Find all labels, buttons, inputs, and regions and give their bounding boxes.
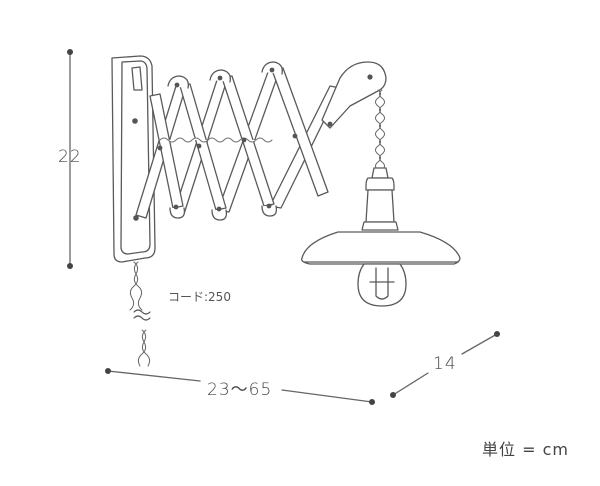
lamp-shade [301, 231, 461, 265]
cord-break-mark [133, 309, 151, 321]
pendant-cord [375, 89, 385, 171]
depth-dimension-line [392, 333, 498, 396]
scissor-arm [135, 61, 341, 221]
light-bulb [357, 263, 407, 307]
height-dimension-label: 22 [58, 147, 82, 167]
lamp-holder-hook [321, 61, 387, 129]
lamp-socket [361, 167, 399, 231]
width-dim-endpoint-right [369, 399, 375, 405]
height-dim-endpoint-top [67, 49, 73, 55]
unit-label: 単位 = cm [482, 440, 569, 459]
cord-length-label: コード:250 [168, 290, 231, 304]
depth-dim-endpoint-left [390, 392, 396, 398]
height-dim-endpoint-bottom [67, 263, 73, 269]
wall-cord [129, 261, 151, 367]
depth-dim-endpoint-right [494, 331, 500, 337]
width-dim-endpoint-left [105, 368, 111, 374]
wall-mount-plate [111, 55, 156, 263]
depth-dimension-label: 14 [433, 354, 457, 374]
width-dimension-label: 23～65 [207, 380, 273, 400]
width-dimension-line [107, 370, 373, 403]
